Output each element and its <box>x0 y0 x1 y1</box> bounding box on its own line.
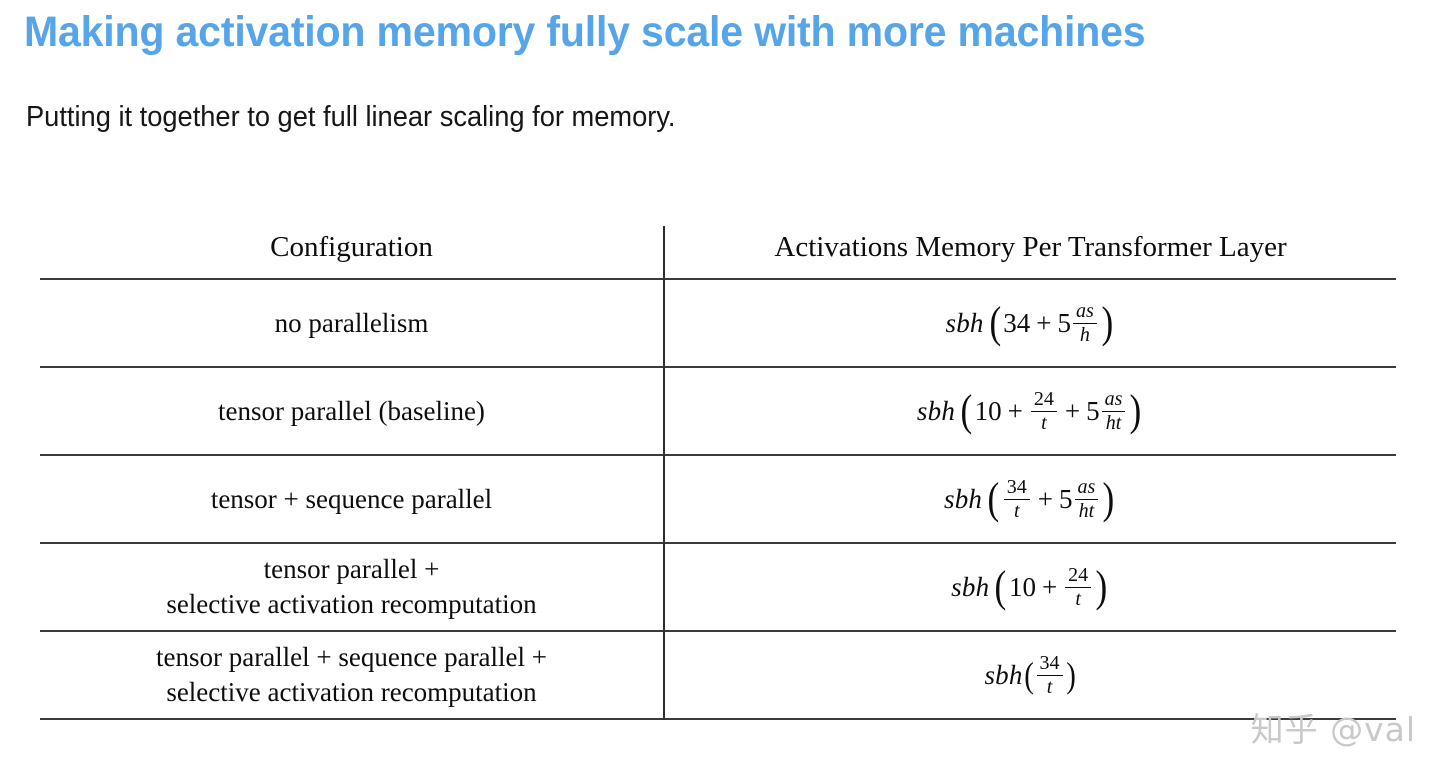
cell-configuration: tensor parallel (baseline) <box>218 395 485 426</box>
formula-no-parallelism: sbh ( 34 + 5 as h ) <box>946 300 1116 346</box>
symbol-sbh: sbh <box>916 395 956 426</box>
number-10: 10 <box>974 395 1002 426</box>
table-head: Configuration Activations Memory Per Tra… <box>40 226 1396 279</box>
fraction-numerator: as <box>1074 476 1099 500</box>
number-34: 34 <box>1003 307 1031 338</box>
fraction-as-over-h: as h <box>1073 300 1097 346</box>
cell-formula: sbh ( 34 t ) <box>663 631 1396 719</box>
symbol-sbh: sbh <box>984 659 1023 690</box>
zhihu-watermark: 知乎 @val <box>1250 710 1416 749</box>
fraction-34-over-t: 34 t <box>1003 476 1030 522</box>
fraction-24-over-t: 24 t <box>1065 564 1092 610</box>
fraction-as-over-ht: as ht <box>1101 388 1126 434</box>
fraction-numerator: as <box>1073 300 1097 324</box>
fraction-numerator: 24 <box>1065 564 1092 588</box>
fraction-34-over-t: 34 t <box>1036 652 1063 698</box>
fraction-denominator: t <box>1075 587 1081 610</box>
fraction-denominator: h <box>1079 323 1090 346</box>
fraction-denominator: t <box>1046 675 1053 698</box>
fraction-numerator: 24 <box>1030 388 1057 412</box>
cell-configuration: tensor parallel + sequence parallel + se… <box>40 631 664 719</box>
config-line-1: tensor parallel + sequence parallel + <box>155 642 548 673</box>
symbol-sbh: sbh <box>944 483 983 514</box>
table-row: tensor parallel (baseline) sbh ( 10 + 24… <box>40 367 1396 455</box>
number-5: 5 <box>1086 395 1100 426</box>
table-row: tensor parallel + selective activation r… <box>40 543 1396 631</box>
symbol-sbh: sbh <box>951 571 990 602</box>
rparen-icon: ) <box>1095 562 1108 612</box>
fraction-denominator: t <box>1041 411 1047 434</box>
rparen-icon: ) <box>1065 654 1076 695</box>
activation-memory-table-wrap: Configuration Activations Memory Per Tra… <box>40 226 1396 720</box>
number-5: 5 <box>1059 483 1073 514</box>
cell-configuration: tensor + sequence parallel <box>210 483 493 514</box>
fraction-denominator: ht <box>1105 411 1122 434</box>
fraction-numerator: 34 <box>1003 476 1030 500</box>
rparen-icon: ) <box>1102 474 1115 524</box>
cell-formula: sbh ( 10 + 24 t ) <box>663 543 1396 631</box>
fraction-24-over-t: 24 t <box>1030 388 1057 434</box>
fraction-numerator: as <box>1101 388 1126 412</box>
lparen-icon: ( <box>989 298 1001 348</box>
lparen-icon: ( <box>960 386 973 436</box>
table-header-row: Configuration Activations Memory Per Tra… <box>40 226 1396 279</box>
operator-plus: + <box>1064 395 1081 426</box>
cell-formula: sbh ( 34 + 5 as h ) <box>663 279 1396 367</box>
fraction-as-over-ht: as ht <box>1074 476 1099 522</box>
rparen-icon: ) <box>1101 298 1114 348</box>
lparen-icon: ( <box>994 562 1007 612</box>
config-line-1: tensor parallel + <box>263 554 440 585</box>
number-10: 10 <box>1008 571 1036 602</box>
page-subtitle: Putting it together to get full linear s… <box>26 101 676 133</box>
fraction-denominator: ht <box>1078 499 1095 522</box>
cell-configuration: tensor parallel + selective activation r… <box>40 543 664 631</box>
table-row: no parallelism sbh ( 34 + 5 as h <box>40 279 1396 367</box>
operator-plus: + <box>1037 483 1054 514</box>
formula-tensor-parallel-baseline: sbh ( 10 + 24 t + 5 as <box>917 388 1144 434</box>
config-line-2: selective activation recomputation <box>166 677 537 707</box>
formula-tensor-sequence-selective-recompute: sbh ( 34 t ) <box>984 652 1076 698</box>
operator-plus: + <box>1041 571 1058 602</box>
column-header-activations-memory: Activations Memory Per Transformer Layer <box>663 226 1396 279</box>
table-row: tensor + sequence parallel sbh ( 34 t + … <box>40 455 1396 543</box>
table-row: tensor parallel + sequence parallel + se… <box>40 631 1396 719</box>
operator-plus: + <box>1036 307 1052 338</box>
symbol-sbh: sbh <box>945 307 984 338</box>
operator-plus: + <box>1007 395 1023 426</box>
column-header-configuration: Configuration <box>270 231 433 264</box>
cell-configuration: no parallelism <box>274 307 429 338</box>
number-5: 5 <box>1057 307 1072 338</box>
table-body: no parallelism sbh ( 34 + 5 as h <box>40 279 1396 719</box>
fraction-denominator: t <box>1014 499 1020 522</box>
rparen-icon: ) <box>1129 386 1142 436</box>
page-title: Making activation memory fully scale wit… <box>24 8 1146 56</box>
formula-tensor-sequence-parallel: sbh ( 34 t + 5 as ht <box>944 476 1117 522</box>
formula-tensor-parallel-selective-recompute: sbh ( 10 + 24 t ) <box>951 564 1110 610</box>
config-line-2: selective activation recomputation <box>166 589 537 619</box>
activation-memory-table: Configuration Activations Memory Per Tra… <box>40 226 1396 720</box>
cell-formula: sbh ( 34 t + 5 as ht <box>663 455 1396 543</box>
lparen-icon: ( <box>987 474 1000 524</box>
fraction-numerator: 34 <box>1036 652 1063 676</box>
lparen-icon: ( <box>1023 654 1034 695</box>
cell-formula: sbh ( 10 + 24 t + 5 as <box>663 367 1396 455</box>
